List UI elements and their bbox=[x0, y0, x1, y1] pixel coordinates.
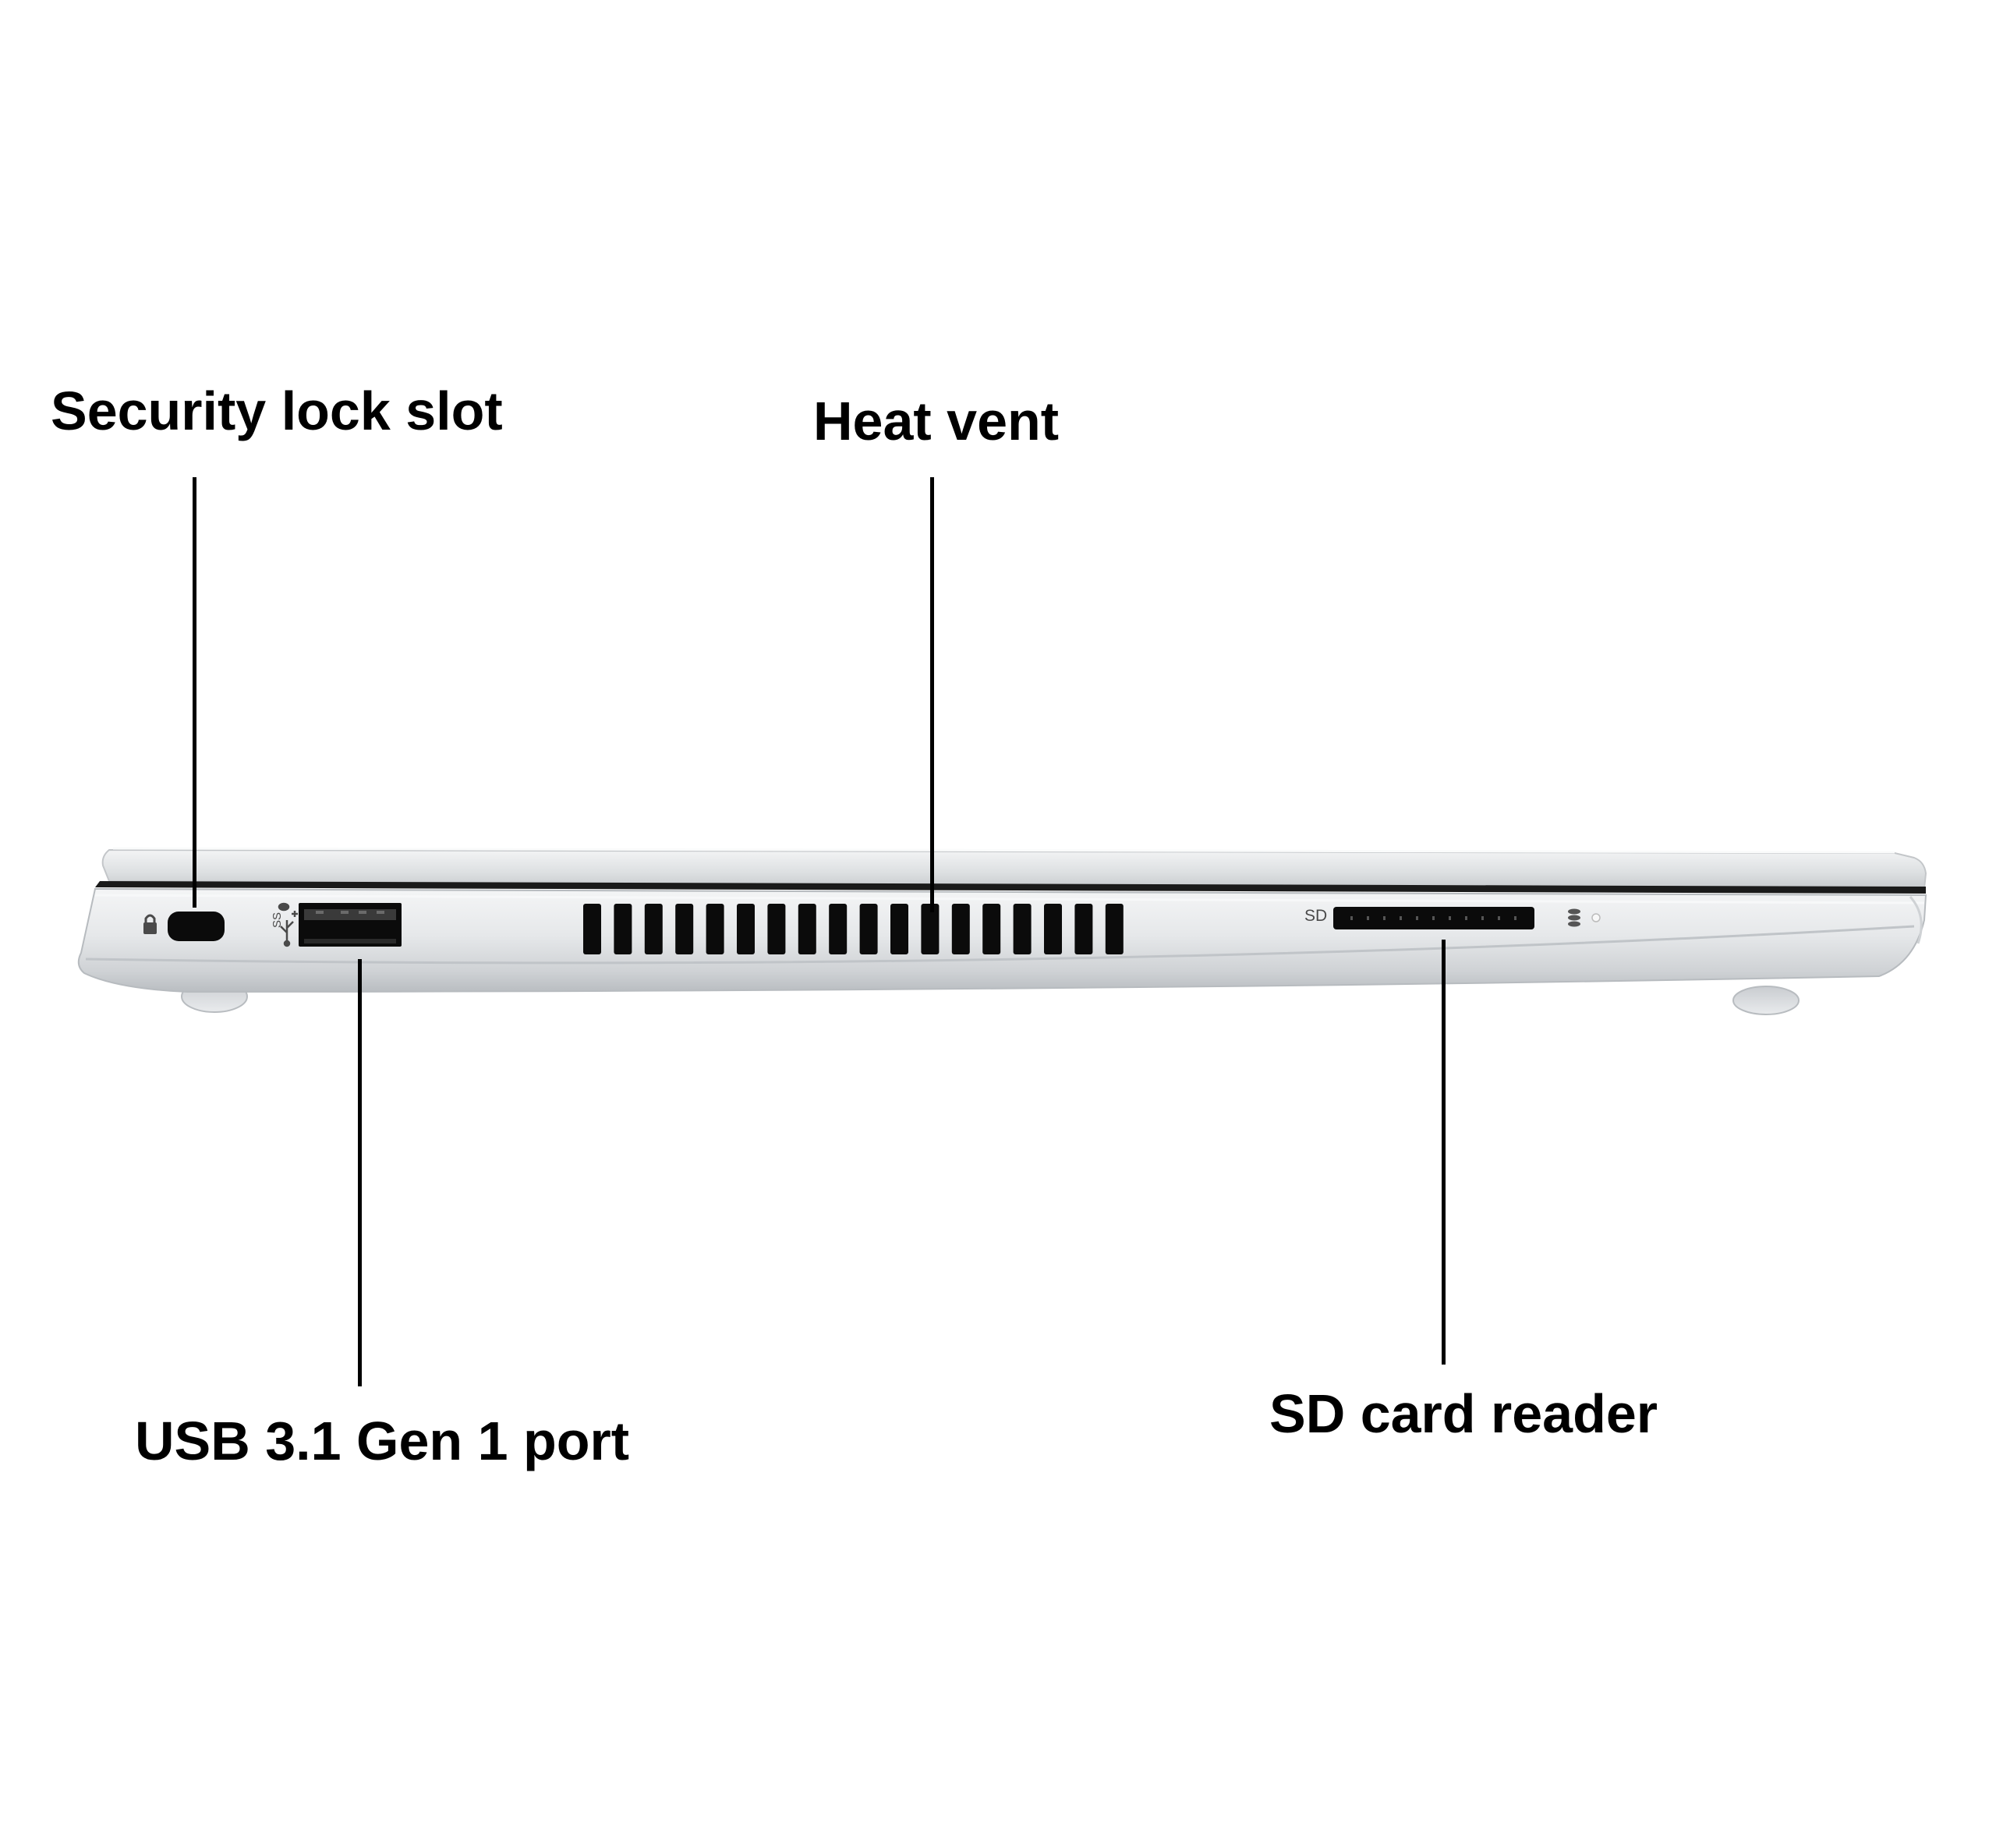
sd-contact bbox=[1498, 916, 1500, 920]
vent-slot bbox=[859, 904, 878, 954]
vent-slot bbox=[829, 904, 848, 954]
leader-line-heat-vent bbox=[930, 477, 934, 912]
vent-slot bbox=[737, 904, 755, 954]
hinge-seam bbox=[95, 881, 1926, 894]
sd-contact bbox=[1481, 916, 1484, 920]
label-usb-port: USB 3.1 Gen 1 port bbox=[135, 1411, 630, 1471]
leader-line-sd-card-reader bbox=[1442, 940, 1446, 1365]
vent-slot bbox=[1044, 904, 1062, 954]
usb-ss-marking: SS bbox=[271, 912, 284, 928]
sd-contact bbox=[1416, 916, 1418, 920]
vent-slot bbox=[1105, 904, 1124, 954]
storage-activity-icon bbox=[1568, 908, 1580, 927]
vent-slot bbox=[583, 904, 601, 954]
led-indicator-icon bbox=[1591, 913, 1601, 922]
sd-contact bbox=[1449, 916, 1451, 920]
label-sd-card-reader: SD card reader bbox=[1269, 1383, 1658, 1444]
vent-slot bbox=[890, 904, 908, 954]
heat-vent bbox=[583, 904, 1124, 954]
sd-contact bbox=[1367, 916, 1369, 920]
sd-contact bbox=[1432, 916, 1435, 920]
vent-slot bbox=[614, 904, 632, 954]
padlock-icon bbox=[143, 914, 157, 934]
sd-contact bbox=[1383, 916, 1386, 920]
vent-slot bbox=[1013, 904, 1032, 954]
leader-line-usb-port bbox=[358, 959, 362, 1386]
vent-slot bbox=[951, 904, 970, 954]
vent-slot bbox=[675, 904, 694, 954]
right-foot bbox=[1732, 986, 1800, 1015]
sd-contact bbox=[1400, 916, 1402, 920]
vent-slot bbox=[921, 904, 940, 954]
vent-slot bbox=[767, 904, 786, 954]
vent-slot bbox=[706, 904, 724, 954]
usb-superspeed-icon bbox=[278, 902, 298, 947]
vent-slot bbox=[982, 904, 1001, 954]
label-heat-vent: Heat vent bbox=[813, 391, 1060, 451]
vent-slot bbox=[644, 904, 663, 954]
sd-contact bbox=[1514, 916, 1516, 920]
sd-contact bbox=[1465, 916, 1467, 920]
leader-line-security-lock bbox=[193, 477, 196, 908]
vent-slot bbox=[1074, 904, 1093, 954]
vent-slot bbox=[798, 904, 816, 954]
label-security-lock-slot: Security lock slot bbox=[51, 381, 503, 441]
security-lock-slot bbox=[168, 912, 225, 941]
sd-contact bbox=[1350, 916, 1353, 920]
sd-marking: SD bbox=[1304, 907, 1328, 925]
laptop-lid bbox=[101, 848, 1927, 890]
